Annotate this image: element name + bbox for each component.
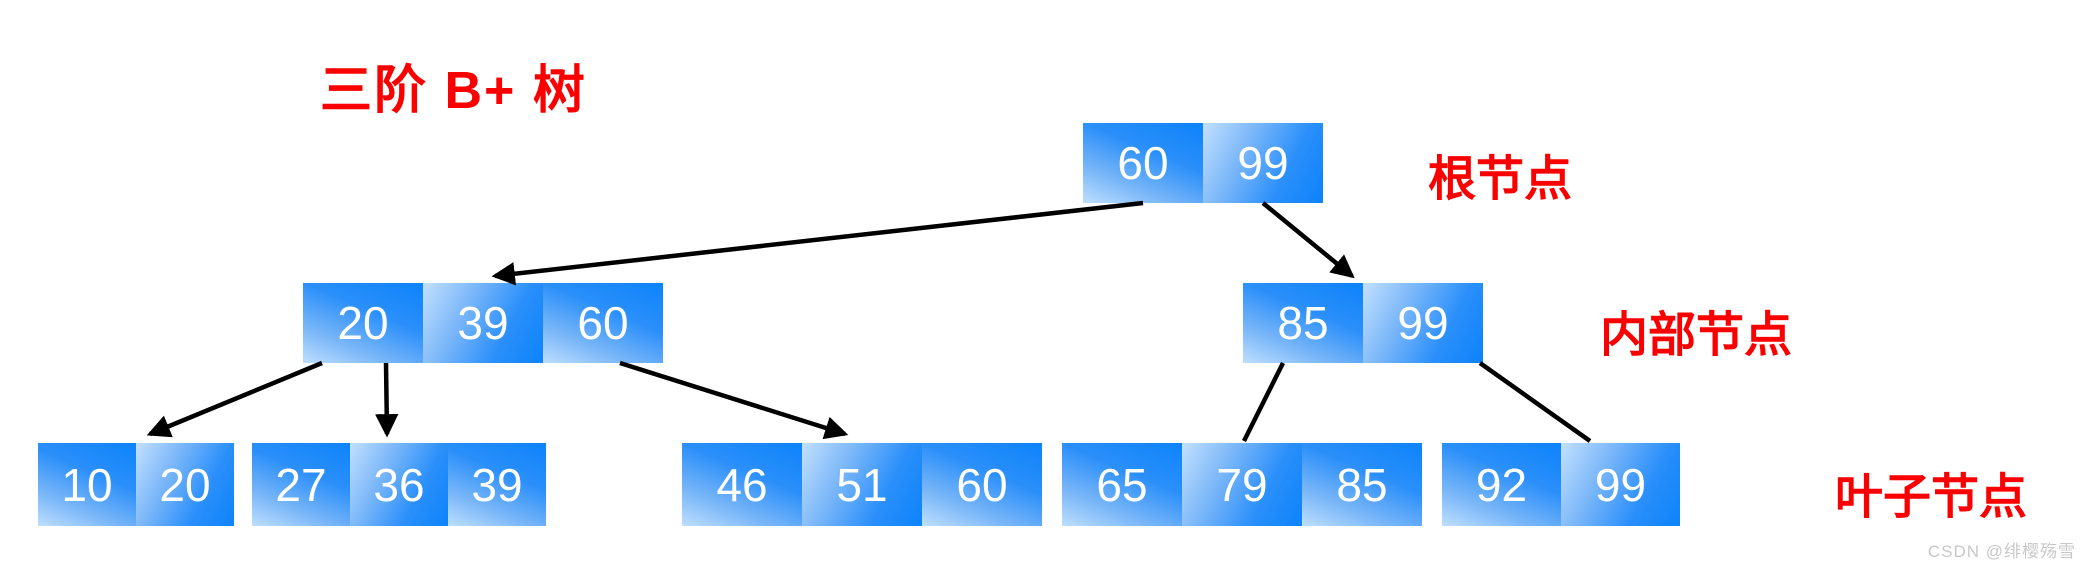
leaf-node-2: 27 36 39: [252, 443, 546, 526]
key-cell: 85: [1243, 283, 1363, 363]
key-cell: 79: [1182, 443, 1302, 526]
key-cell: 65: [1062, 443, 1182, 526]
leaf-node-3: 46 51 60: [682, 443, 1042, 526]
internal-node-label: 内部节点: [1600, 309, 1793, 362]
line-internal-right-to-leaf-4: [1241, 361, 1286, 443]
arrow-internal-left-to-leaf-3: [619, 360, 849, 440]
key-cell: 10: [38, 443, 136, 526]
key-cell: 99: [1203, 123, 1323, 203]
key-cell: 60: [543, 283, 663, 363]
arrow-root-to-internal-left: [491, 200, 1144, 286]
internal-node-right: 85 99: [1243, 283, 1483, 363]
arrow-internal-left-to-leaf-2: [375, 362, 399, 438]
key-cell: 39: [423, 283, 543, 363]
key-cell: 92: [1442, 443, 1561, 526]
leaf-node-label: 叶子节点: [1835, 471, 2028, 524]
key-cell: 20: [136, 443, 234, 526]
leaf-node-4: 65 79 85: [1062, 443, 1422, 526]
root-node: 60 99: [1083, 123, 1323, 203]
key-cell: 20: [303, 283, 423, 363]
key-cell: 60: [1083, 123, 1203, 203]
key-cell: 60: [922, 443, 1042, 526]
diagram-title: 三阶 B+ 树: [320, 62, 587, 120]
internal-node-left: 20 39 60: [303, 283, 663, 363]
key-cell: 46: [682, 443, 802, 526]
key-cell: 51: [802, 443, 922, 526]
leaf-node-5: 92 99: [1442, 443, 1680, 526]
root-node-label: 根节点: [1428, 153, 1573, 206]
key-cell: 99: [1363, 283, 1483, 363]
key-cell: 39: [448, 443, 546, 526]
key-cell: 85: [1302, 443, 1422, 526]
watermark: CSDN @绯樱殇雪: [1927, 542, 2076, 561]
key-cell: 36: [350, 443, 448, 526]
arrow-internal-left-to-leaf-1: [146, 360, 323, 438]
line-internal-right-to-leaf-5: [1478, 361, 1592, 443]
key-cell: 99: [1561, 443, 1680, 526]
key-cell: 27: [252, 443, 350, 526]
arrow-root-to-internal-right: [1261, 201, 1355, 279]
leaf-node-1: 10 20: [38, 443, 234, 526]
